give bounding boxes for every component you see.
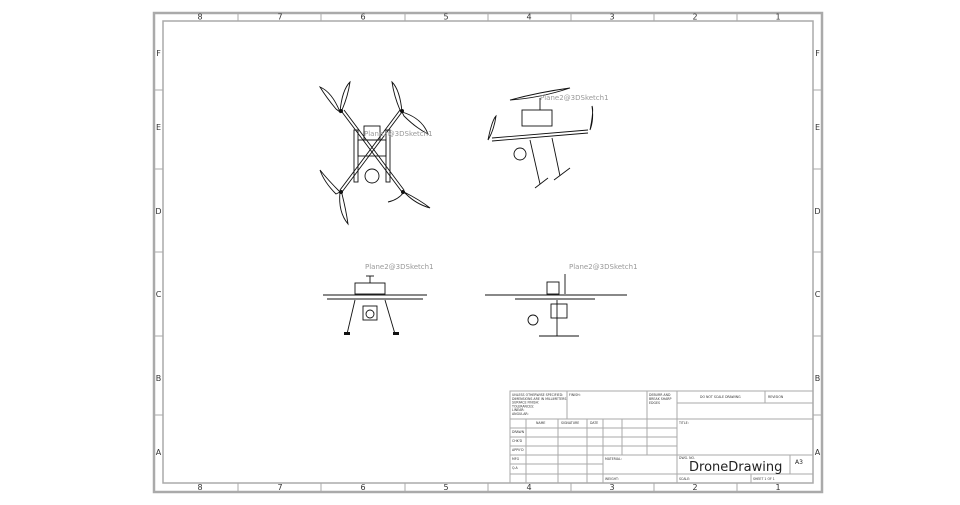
column-label: 4 [526,13,531,22]
row-label: B [156,374,162,383]
column-label: 8 [197,13,202,22]
column-label: 6 [360,13,365,22]
finish-label: FINISH: [569,393,581,397]
row-label: E [815,123,820,132]
col-name: NAME [536,421,545,425]
do-not-scale: DO NOT SCALE DRAWING [700,395,741,399]
front-view: Plane2@3DSketch1 [323,263,434,335]
row-label: D [155,207,161,216]
column-label: 2 [692,483,697,492]
row-label: A [815,448,821,457]
row-label: C [815,290,821,299]
column-label: 7 [277,13,282,22]
inner-border [162,20,814,484]
deburr-line-2: BREAK SHARP [649,397,672,401]
sketch-label: Plane2@3DSketch1 [364,130,433,138]
row-label: B [815,374,821,383]
sketch-label: Plane2@3DSketch1 [540,94,609,102]
weight-label: WEIGHT: [605,477,619,481]
column-label: 6 [360,483,365,492]
outer-border [152,11,824,494]
drawing-number: DroneDrawing [689,460,782,475]
deburr-line-1: DEBURR AND [649,393,671,397]
row-drawn: DRAWN [512,430,525,434]
row-qa: Q.A [512,466,519,470]
column-label: 1 [775,483,780,492]
revision-label: REVISION [768,395,784,399]
tolerance-note-line: UNLESS OTHERWISE SPECIFIED: [512,393,563,397]
tolerance-note-line: TOLERANCES: [511,404,534,408]
tolerance-note-line: ANGULAR: [512,412,529,416]
column-label: 4 [526,483,531,492]
title-label: TITLE: [678,421,689,425]
scale-label: SCALE: [679,477,690,481]
row-label: E [156,123,161,132]
sheet-size: A3 [795,459,803,466]
tolerance-note-line: LINEAR: [512,408,525,412]
row-label: C [156,290,162,299]
row-label: F [156,49,161,58]
sheet-count: SHEET 1 OF 1 [753,477,775,481]
top-view: Plane2@3DSketch1 [318,80,433,226]
row-approved: APPV'D [512,448,524,452]
column-label: 8 [197,483,202,492]
col-date: DATE [590,421,598,425]
side-view: Plane2@3DSketch1 [485,263,638,337]
column-label: 3 [609,13,614,22]
column-label: 7 [277,483,282,492]
column-label: 5 [443,483,448,492]
column-label: 2 [692,13,697,22]
title-block: UNLESS OTHERWISE SPECIFIED:DIMENSIONS AR… [509,390,814,484]
dwg-no-label: DWG. NO. [679,456,695,460]
row-label: F [815,49,820,58]
column-label: 3 [609,483,614,492]
tolerance-note-line: SURFACE FINISH: [512,401,539,405]
column-label: 1 [775,13,780,22]
row-label: D [814,207,820,216]
deburr-line-3: EDGES [649,401,660,405]
col-signature: SIGNATURE [561,421,579,425]
row-checked: CHK'D [512,439,523,443]
column-label: 5 [443,13,448,22]
isometric-view: Plane2@3DSketch1 [487,87,609,189]
material-label: MATERIAL: [605,457,622,461]
sketch-label: Plane2@3DSketch1 [569,263,638,271]
sketch-label: Plane2@3DSketch1 [365,263,434,271]
row-label: A [156,448,162,457]
row-mfg: MFG [512,457,520,461]
tolerance-note-line: DIMENSIONS ARE IN MILLIMETERS [512,397,566,401]
